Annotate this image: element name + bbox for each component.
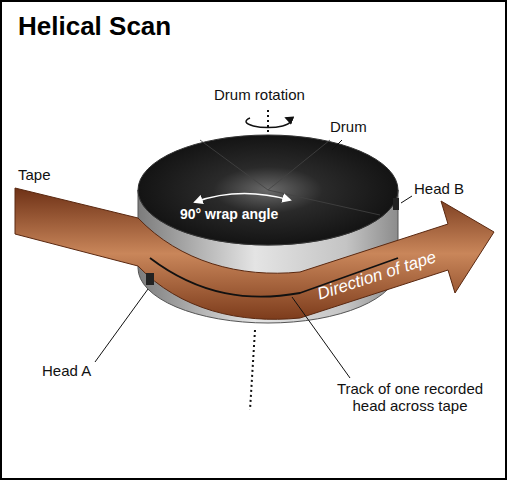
part-label: Head A xyxy=(42,362,91,379)
track-label: Track of one recorded head across tape xyxy=(330,380,490,415)
leader-line xyxy=(95,289,148,362)
drum-top xyxy=(138,135,398,245)
drum-axis xyxy=(250,330,255,410)
leader-line xyxy=(332,140,342,150)
wrap-angle-arrow xyxy=(195,193,290,202)
head-b xyxy=(393,198,399,210)
axis-label: Drum rotation xyxy=(214,86,305,103)
leader-line xyxy=(292,297,350,378)
head-a xyxy=(146,273,154,285)
tape xyxy=(15,188,494,319)
part-label: Head B xyxy=(414,180,464,197)
part-label: Tape xyxy=(18,166,51,183)
title: Helical Scan xyxy=(18,12,171,42)
rotation-arrow xyxy=(246,118,290,127)
drum-sheen xyxy=(200,140,380,215)
leader-line xyxy=(401,196,412,203)
part-label: Drum xyxy=(330,118,367,135)
angle-label: 90° wrap angle xyxy=(180,206,278,222)
